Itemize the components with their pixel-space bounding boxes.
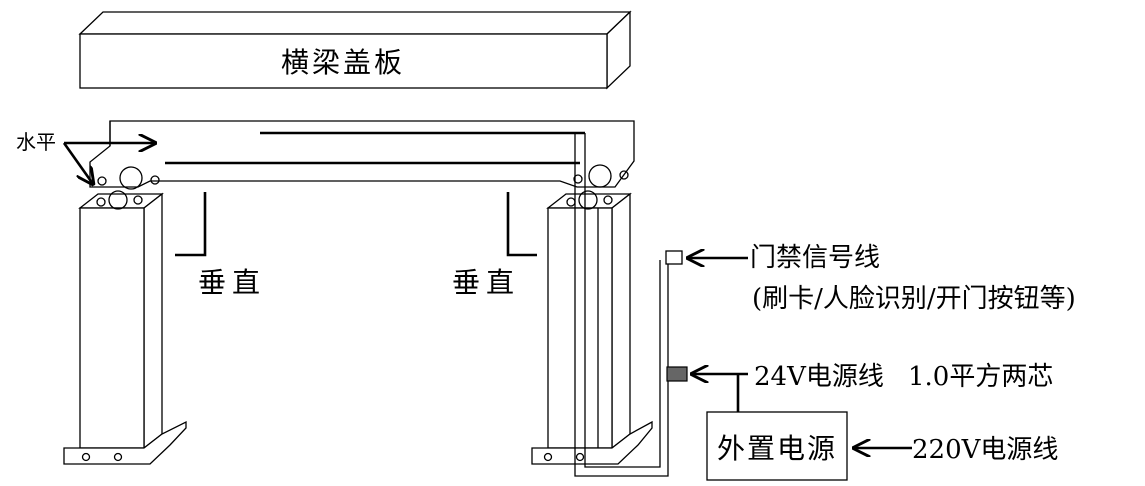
power-24v-spec: 1.0平方两芯 bbox=[908, 362, 1053, 392]
external-power-supply: 外置电源 220V电源线 bbox=[706, 411, 1058, 481]
power-24v-connector: 24V电源线 1.0平方两芯 bbox=[666, 362, 1053, 412]
power-24v-label: 24V电源线 bbox=[754, 362, 884, 392]
beam-cover-top bbox=[78, 11, 632, 35]
crossbeam bbox=[89, 120, 635, 190]
power-220v-label: 220V电源线 bbox=[912, 435, 1058, 465]
arrow-icon bbox=[62, 142, 93, 184]
screw-hole-icon bbox=[81, 452, 91, 462]
screw-hole-icon bbox=[543, 452, 553, 462]
horizontal-indicator: 水平 bbox=[16, 130, 155, 184]
screw-hole-icon bbox=[619, 170, 629, 180]
screw-hole-icon bbox=[150, 175, 160, 185]
screw-hole-icon bbox=[573, 174, 583, 184]
access-signal-connector: 门禁信号线 (刷卡/人脸识别/开门按钮等) bbox=[665, 243, 1076, 314]
vertical-label-right: 垂直 bbox=[452, 266, 520, 299]
vertical-label-left: 垂直 bbox=[198, 266, 266, 299]
left-column bbox=[63, 190, 187, 465]
cable-hole-icon bbox=[578, 190, 598, 210]
vertical-indicator-left: 垂直 bbox=[175, 192, 266, 299]
connector-24v bbox=[666, 366, 688, 382]
screw-hole-icon bbox=[96, 197, 106, 207]
beam-cover-front bbox=[79, 33, 608, 89]
access-signal-note: (刷卡/人脸识别/开门按钮等) bbox=[752, 284, 1076, 314]
vertical-indicator-right: 垂直 bbox=[452, 192, 537, 299]
screw-hole-icon bbox=[113, 452, 123, 462]
beam-cover-label: 横梁盖板 bbox=[281, 46, 405, 79]
screw-hole-icon bbox=[133, 195, 143, 205]
screw-hole-icon bbox=[575, 452, 585, 462]
external-power-label: 外置电源 bbox=[717, 432, 837, 465]
beam-cover: 横梁盖板 bbox=[78, 10, 632, 90]
cable-hole-icon bbox=[108, 190, 128, 210]
access-signal-label: 门禁信号线 bbox=[750, 243, 880, 273]
screw-hole-icon bbox=[603, 195, 613, 205]
cable-hole-icon bbox=[588, 164, 612, 188]
horizontal-label: 水平 bbox=[16, 130, 56, 154]
external-power-box bbox=[706, 411, 848, 481]
right-column bbox=[531, 190, 653, 465]
screw-hole-icon bbox=[97, 176, 107, 186]
cable-hole-icon bbox=[119, 166, 143, 190]
